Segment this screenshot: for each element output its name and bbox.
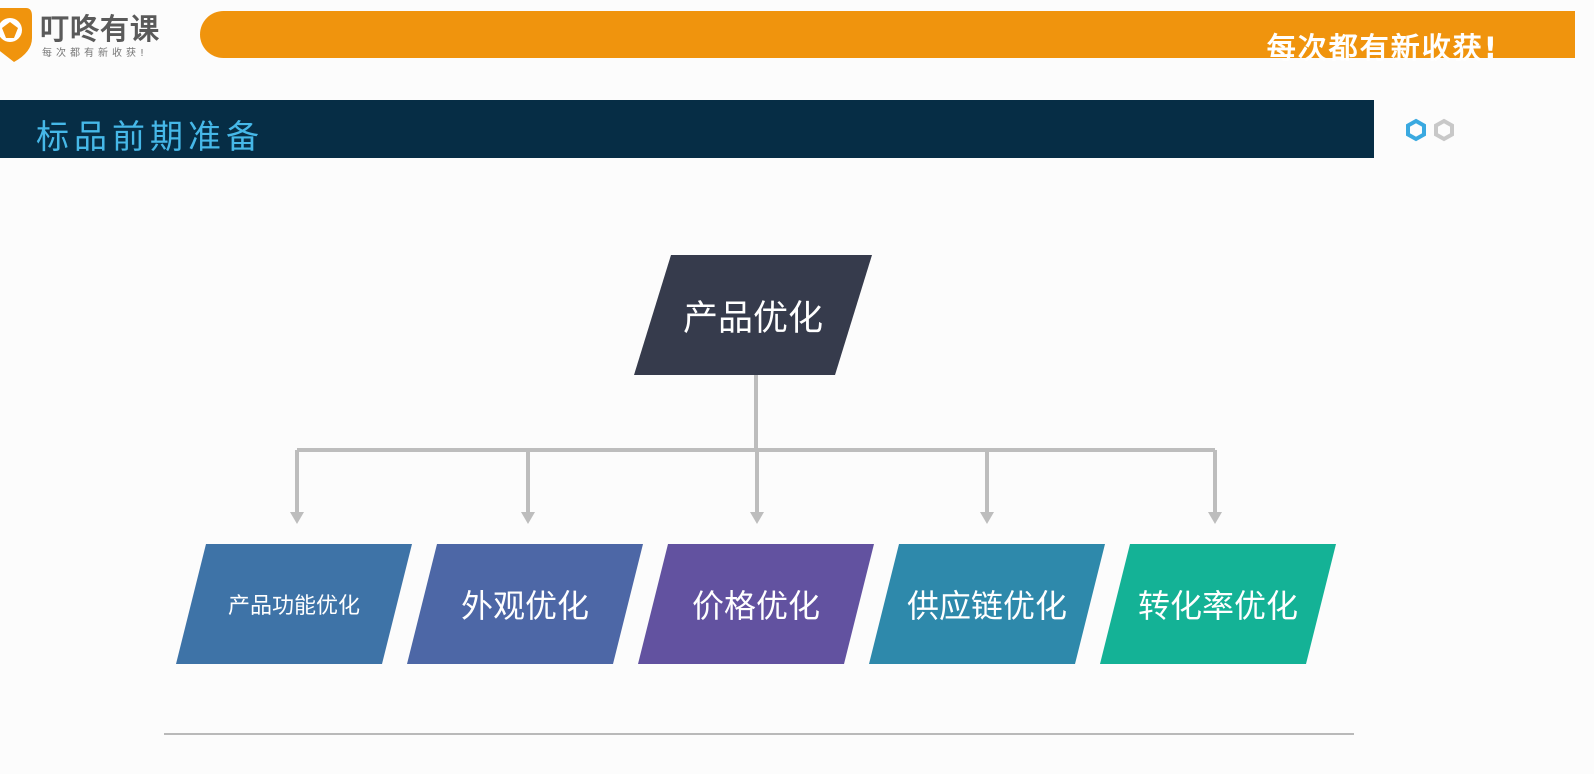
arrowhead-icon: [750, 512, 764, 524]
section-title: 标品前期准备: [36, 117, 264, 156]
brand-name: 叮咚有课: [40, 12, 161, 46]
slide-pager: [1406, 118, 1454, 142]
child-node-function: 产品功能优化: [176, 544, 412, 664]
brand-logo: 叮咚有课 每次都有新收获!: [0, 0, 200, 66]
brand-tagline: 每次都有新收获!: [42, 48, 149, 59]
child-node-label: 价格优化: [691, 587, 820, 625]
child-node-label: 产品功能优化: [227, 594, 360, 619]
child-node-conversion-rate: 转化率优化: [1100, 544, 1336, 664]
child-node-label: 外观优化: [460, 587, 589, 625]
root-node-label: 产品优化: [682, 298, 823, 339]
arrowhead-icon: [521, 512, 535, 524]
bottom-divider: [164, 733, 1354, 735]
arrowhead-icon: [290, 512, 304, 524]
root-node: 产品优化: [634, 255, 872, 375]
header-banner: 每次都有新收获!: [200, 11, 1575, 65]
header-slogan: 每次都有新收获!: [1266, 31, 1499, 65]
child-node-shape: [1100, 544, 1336, 664]
arrowhead-icon: [1208, 512, 1222, 524]
child-node-supply-chain: 供应链优化: [869, 544, 1105, 664]
root-node-shape: [634, 255, 872, 375]
child-node-price: 价格优化: [638, 544, 874, 664]
child-node-shape: [869, 544, 1105, 664]
child-node-shape: [638, 544, 874, 664]
child-node-label: 转化率优化: [1137, 587, 1298, 625]
brand-logo-icon: [0, 8, 32, 62]
child-node-label: 供应链优化: [906, 587, 1067, 625]
section-title-bar: 标品前期准备: [0, 100, 1374, 158]
arrowhead-icon: [980, 512, 994, 524]
child-node-shape: [176, 544, 412, 664]
pager-dot-inactive-icon: [1434, 118, 1454, 142]
pager-dot-active-icon: [1406, 118, 1426, 142]
child-node-shape: [407, 544, 643, 664]
child-node-appearance: 外观优化: [407, 544, 643, 664]
